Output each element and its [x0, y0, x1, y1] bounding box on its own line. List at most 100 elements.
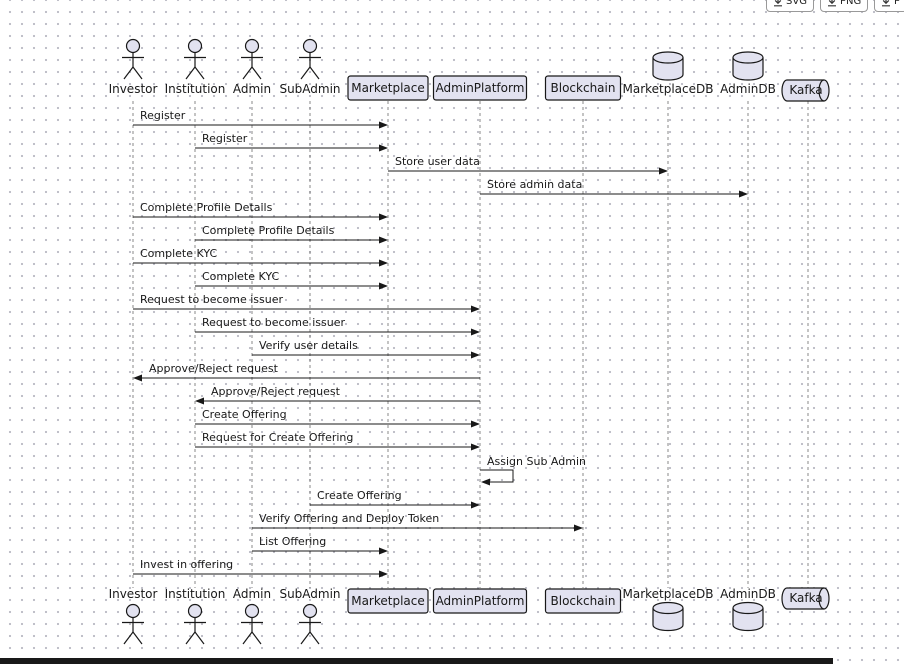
message-label: Request to become issuer — [202, 316, 345, 329]
actor-figure-investor — [122, 38, 144, 80]
download-icon — [774, 0, 782, 6]
message-label: Store admin data — [487, 178, 582, 191]
arrowhead — [659, 167, 668, 175]
arrowhead — [195, 397, 204, 405]
actor-figure-admin — [241, 38, 263, 80]
arrowhead — [739, 190, 748, 198]
participant-label: AdminDB — [720, 82, 776, 96]
participant-label: AdminPlatform — [436, 594, 525, 608]
message-label: Register — [140, 109, 186, 122]
arrowhead — [574, 524, 583, 532]
participant-label: Kafka — [789, 591, 822, 605]
arrowhead — [471, 351, 480, 359]
arrowhead — [379, 213, 388, 221]
database-cylinder-admindb — [732, 608, 764, 632]
participant-box-blockchain — [544, 75, 622, 101]
arrowhead — [471, 305, 480, 313]
message-7: Complete KYC — [133, 247, 388, 267]
arrowhead — [379, 121, 388, 129]
participant-label: Marketplace — [351, 594, 425, 608]
message-13: Approve/Reject request — [195, 385, 480, 405]
participant-label: Kafka — [789, 83, 822, 97]
queue-seam — [818, 79, 825, 102]
arrowhead — [379, 570, 388, 578]
participant-label: Admin — [233, 82, 271, 96]
arrowhead — [471, 443, 480, 451]
participant-label: Investor — [109, 82, 158, 96]
export-third-button[interactable]: P — [874, 0, 904, 12]
participant-label: Institution — [165, 82, 226, 96]
message-label: Approve/Reject request — [149, 362, 279, 375]
arrowhead — [133, 374, 142, 382]
message-label: Approve/Reject request — [211, 385, 341, 398]
message-14: Create Offering — [195, 408, 480, 428]
export-png-button[interactable]: PNG — [820, 0, 869, 12]
message-label: Invest in offering — [140, 558, 233, 571]
message-label: Complete KYC — [140, 247, 217, 260]
message-1: Register — [133, 109, 388, 129]
message-label: Request to become issuer — [140, 293, 283, 306]
participant-label: Blockchain — [551, 81, 616, 95]
export-svg-button[interactable]: SVG — [766, 0, 814, 12]
participant-label: Institution — [165, 587, 226, 601]
message-16: Assign Sub Admin — [480, 455, 586, 486]
arrowhead — [379, 282, 388, 290]
message-8: Complete KYC — [195, 270, 388, 290]
message-label: Complete KYC — [202, 270, 279, 283]
database-cylinder-top — [732, 601, 764, 615]
message-label: Verify user details — [259, 339, 358, 352]
database-cylinder-top — [732, 51, 764, 64]
export-third-label: P — [894, 0, 901, 7]
message-label: Verify Offering and Deploy Token — [259, 512, 439, 525]
actor-figure-institution — [184, 38, 206, 80]
participant-box-marketplace — [347, 588, 429, 614]
download-icon — [828, 0, 836, 6]
actor-figure-subadmin — [299, 38, 321, 80]
participant-box-adminplatform — [432, 588, 528, 614]
message-label: Store user data — [395, 155, 480, 168]
message-label: Register — [202, 132, 248, 145]
export-png-label: PNG — [840, 0, 862, 7]
message-20: Invest in offering — [133, 558, 388, 578]
arrowhead — [481, 478, 490, 486]
participant-label: MarketplaceDB — [622, 587, 713, 601]
message-label: Request for Create Offering — [202, 431, 353, 444]
message-12: Approve/Reject request — [133, 362, 480, 382]
actor-figure-admin — [241, 603, 263, 645]
participant-label: MarketplaceDB — [622, 82, 713, 96]
message-19: List Offering — [252, 535, 388, 555]
message-17: Create Offering — [310, 489, 480, 509]
participant-box-marketplace — [347, 75, 429, 101]
message-label: List Offering — [259, 535, 326, 548]
arrowhead — [379, 259, 388, 267]
participant-label: Investor — [109, 587, 158, 601]
actor-figure-institution — [184, 603, 206, 645]
message-label: Complete Profile Details — [202, 224, 335, 237]
database-cylinder-top — [652, 51, 684, 64]
message-label: Complete Profile Details — [140, 201, 273, 214]
database-cylinder-marketplacedb — [652, 608, 684, 632]
participant-label: SubAdmin — [279, 82, 340, 96]
message-label: Assign Sub Admin — [487, 455, 586, 468]
message-15: Request for Create Offering — [195, 431, 480, 451]
arrowhead — [471, 328, 480, 336]
message-label: Create Offering — [317, 489, 402, 502]
message-label: Create Offering — [202, 408, 287, 421]
participant-label: Marketplace — [351, 81, 425, 95]
participant-box-adminplatform — [432, 75, 528, 101]
database-cylinder-admindb — [732, 57, 764, 81]
queue-seam — [818, 587, 825, 610]
participant-label: AdminPlatform — [436, 81, 525, 95]
message-11: Verify user details — [252, 339, 480, 359]
arrowhead — [379, 144, 388, 152]
self-message-line — [480, 469, 514, 483]
message-4: Store admin data — [480, 178, 748, 198]
participant-box-blockchain — [544, 588, 622, 614]
message-6: Complete Profile Details — [195, 224, 388, 244]
database-cylinder-marketplacedb — [652, 57, 684, 81]
message-3: Store user data — [388, 155, 668, 175]
download-icon — [882, 0, 890, 6]
message-10: Request to become issuer — [195, 316, 480, 336]
